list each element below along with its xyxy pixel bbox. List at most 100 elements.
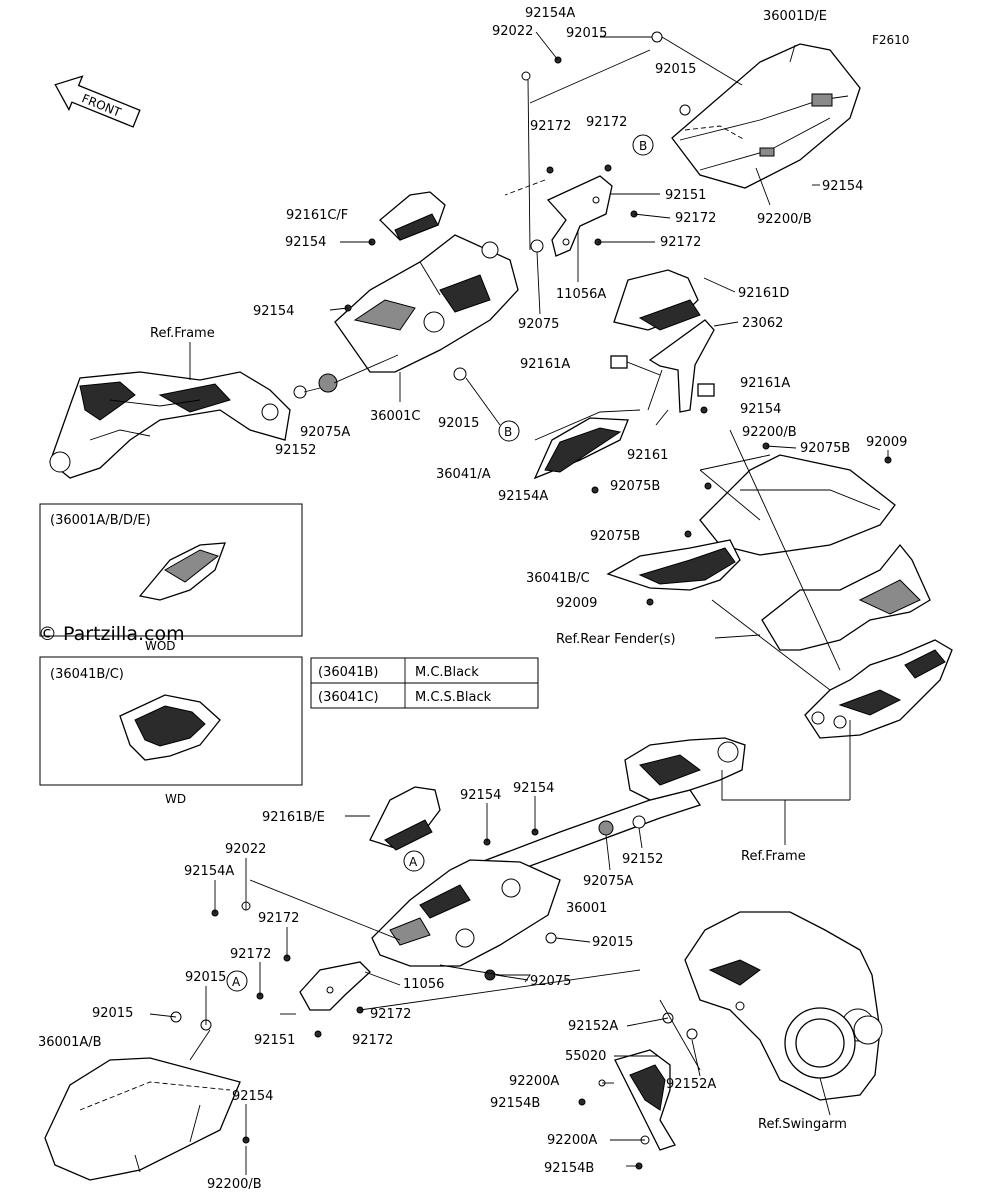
label-92200a: 92200A: [547, 1133, 597, 1148]
label-92154: 92154: [822, 179, 863, 194]
svg-text:A: A: [409, 855, 418, 869]
tail-light-23062: [613, 269, 715, 413]
label-92154: 92154: [253, 304, 294, 319]
label-11056: 11056: [403, 977, 444, 992]
label-92151: 92151: [254, 1033, 295, 1048]
svg-text:(36041B): (36041B): [318, 665, 378, 680]
label-92172: 92172: [258, 911, 299, 926]
label-92200b: 92200/B: [757, 212, 812, 227]
label-92200b: 92200/B: [207, 1177, 262, 1192]
label-92075b: 92075B: [610, 479, 660, 494]
svg-text:B: B: [504, 425, 512, 439]
label-92172: 92172: [352, 1033, 393, 1048]
label-ref-swingarm: Ref.Swingarm: [758, 1117, 847, 1132]
svg-text:WD: WD: [165, 792, 186, 806]
label-92075a: 92075A: [583, 874, 633, 889]
label-92075b: 92075B: [800, 441, 850, 456]
svg-text:(36041B/C): (36041B/C): [50, 667, 124, 682]
watermark: © Partzilla.com: [38, 623, 185, 645]
label-92015: 92015: [92, 1006, 133, 1021]
chain-guard-55020: [614, 1049, 676, 1151]
inset-wd: [39, 656, 303, 786]
label-92161a: 92161A: [520, 357, 570, 372]
label-92154: 92154: [460, 788, 501, 803]
bracket-11056: [299, 961, 371, 1011]
label-92161cf: 92161C/F: [286, 208, 348, 223]
label-92154: 92154: [513, 781, 554, 796]
label-92015: 92015: [592, 935, 633, 950]
label-ref-frame-bottom: Ref.Frame: [741, 849, 806, 864]
swingarm: [684, 911, 883, 1101]
label-36041a: 36041/A: [436, 467, 491, 482]
label-92161: 92161: [627, 448, 668, 463]
label-92154: 92154: [232, 1089, 273, 1104]
label-92152: 92152: [275, 443, 316, 458]
label-92154b: 92154B: [490, 1096, 540, 1111]
label-92154b: 92154B: [544, 1161, 594, 1176]
label-92015: 92015: [566, 26, 607, 41]
label-92154a: 92154A: [498, 489, 548, 504]
svg-text:M.C.Black: M.C.Black: [415, 665, 479, 680]
seat-base-36001c: [334, 234, 519, 373]
label-92009: 92009: [866, 435, 907, 450]
svg-text:B: B: [639, 139, 647, 153]
svg-text:WOD: WOD: [145, 639, 176, 653]
label-92161d: 92161D: [738, 286, 789, 301]
label-92015: 92015: [655, 62, 696, 77]
rear-fender: [761, 543, 931, 651]
frame-top: [49, 371, 291, 479]
seat-base-36001: [371, 859, 561, 967]
svg-text:M.C.S.Black: M.C.S.Black: [415, 690, 492, 705]
label-ref-frame: Ref.Frame: [150, 326, 215, 341]
label-92172: 92172: [530, 119, 571, 134]
svg-text:A: A: [232, 975, 241, 989]
label-92154a: 92154A: [184, 864, 234, 879]
color-table: (36041B) M.C.Black (36041C) M.C.S.Black: [310, 657, 539, 709]
label-36041bc: 36041B/C: [526, 571, 590, 586]
label-92172: 92172: [370, 1007, 411, 1022]
label-92015: 92015: [185, 970, 226, 985]
label-92075: 92075: [530, 974, 571, 989]
label-36001: 36001: [566, 901, 607, 916]
label-36001ab: 36001A/B: [38, 1035, 102, 1050]
seat-pad-92161cf: [379, 191, 446, 241]
label-92172: 92172: [675, 211, 716, 226]
label-92154a: 92154A: [525, 6, 575, 21]
figure-code: F2610: [872, 33, 909, 47]
label-92200a: 92200A: [509, 1074, 559, 1089]
label-92075b: 92075B: [590, 529, 640, 544]
label-92172: 92172: [230, 947, 271, 962]
label-92151: 92151: [665, 188, 706, 203]
label-92152: 92152: [622, 852, 663, 867]
label-92172: 92172: [586, 115, 627, 130]
label-36001c: 36001C: [370, 409, 420, 424]
seat-cowl-36001de: [671, 43, 861, 189]
label-92154: 92154: [740, 402, 781, 417]
label-ref-rear-fender: Ref.Rear Fender(s): [556, 632, 676, 647]
inset-wd-part: [119, 694, 221, 761]
label-92152a: 92152A: [568, 1019, 618, 1034]
rear-fender-cover: [699, 454, 896, 556]
label-92152a: 92152A: [666, 1077, 716, 1092]
label-92015: 92015: [438, 416, 479, 431]
inset-wod: [39, 503, 303, 637]
bracket-11056a: [546, 175, 613, 257]
svg-text:(36001A/B/D/E): (36001A/B/D/E): [50, 513, 151, 528]
label-92154: 92154: [285, 235, 326, 250]
label-92009: 92009: [556, 596, 597, 611]
side-cover-36041a: [533, 417, 629, 480]
frame-rear: [804, 639, 953, 739]
label-92200b: 92200/B: [742, 425, 797, 440]
front-arrow-icon: FRONT: [54, 75, 141, 128]
label-92075a: 92075A: [300, 425, 350, 440]
svg-text:(36041C): (36041C): [318, 690, 379, 705]
side-cover-36041bc: [606, 539, 741, 591]
seat-cowl-36001ab: [44, 1057, 241, 1181]
label-92022: 92022: [225, 842, 266, 857]
label-11056a: 11056A: [556, 287, 606, 302]
label-92022: 92022: [492, 24, 533, 39]
label-36001de: 36001D/E: [763, 9, 827, 24]
label-55020: 55020: [565, 1049, 606, 1064]
label-92161be: 92161B/E: [262, 810, 325, 825]
